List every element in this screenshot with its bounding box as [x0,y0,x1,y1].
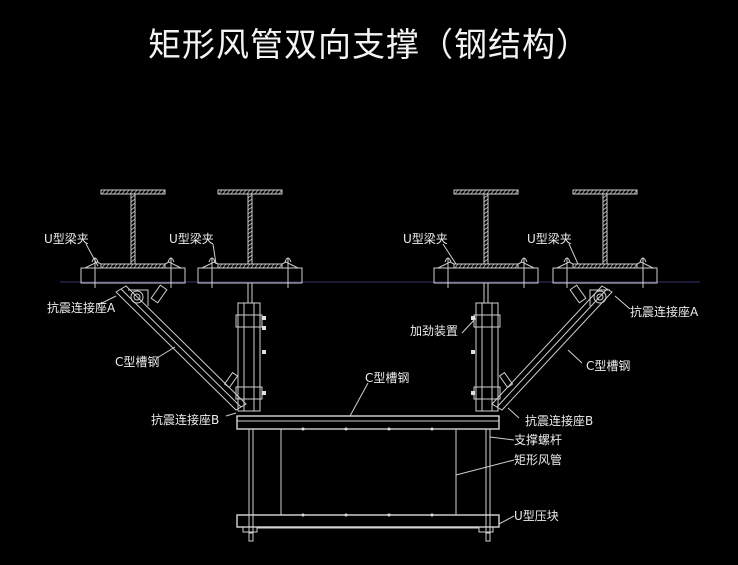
steel-beams [80,189,658,288]
label-u-beam-clamp: U型梁夹 [403,231,448,246]
diagram-title: 矩形风管双向支撑（钢结构） [148,25,590,64]
label-c-channel-center: C型槽钢 [365,371,409,385]
label-u-beam-clamp: U型梁夹 [44,231,89,246]
steel-beam-with-u-clamp [552,189,658,288]
support-rods [248,428,491,542]
label-support-rod: 支撑螺杆 [514,432,562,447]
label-c-channel: C型槽钢 [586,359,630,373]
steel-beam-with-u-clamp [80,189,186,288]
label-seismic-seat-b: 抗震连接座B [525,413,593,428]
label-u-beam-clamp: U型梁夹 [527,231,572,246]
leader-lines [85,243,631,525]
bottom-crossbar [236,514,500,533]
right-diagonal-brace [491,284,613,411]
label-seismic-seat-a: 抗震连接座A [47,300,116,315]
label-seismic-seat-b: 抗震连接座B [151,412,219,427]
label-u-clamp-block: U型压块 [514,509,559,523]
right-vertical-hanger [471,282,501,412]
label-rect-duct: 矩形风管 [514,452,562,467]
label-seismic-seat-a: 抗震连接座A [630,304,699,319]
left-diagonal-brace [115,284,247,411]
label-c-channel: C型槽钢 [115,355,159,369]
steel-beam-with-u-clamp [433,189,539,288]
left-vertical-hanger [235,282,266,412]
label-reinforcement: 加劲装置 [410,324,458,338]
top-c-channel-crossbar [236,415,500,430]
rectangular-duct [280,427,457,517]
label-u-beam-clamp: U型梁夹 [169,231,214,246]
